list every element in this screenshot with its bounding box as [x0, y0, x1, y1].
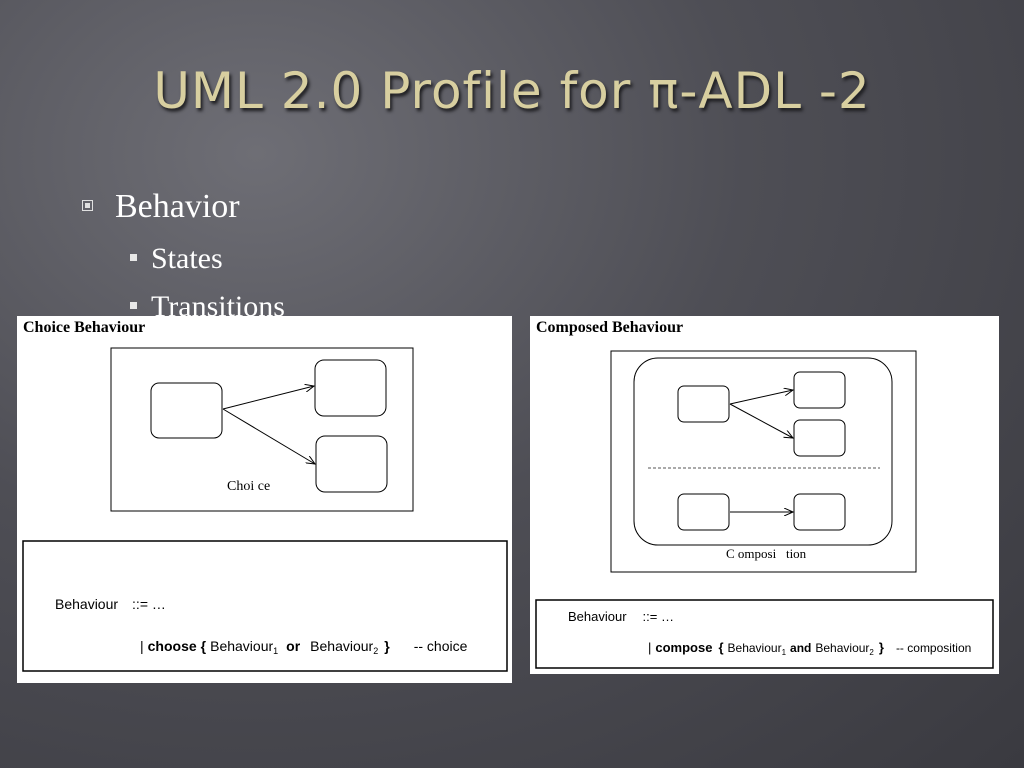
- composed-target-state-2: [793, 419, 846, 457]
- bullet-behavior: Behavior: [82, 188, 240, 226]
- composed-figure-title: Composed Behaviour: [536, 319, 683, 336]
- choice-target-state-2: [315, 435, 388, 493]
- composed-source-state-b: [677, 493, 730, 531]
- bullet-behavior-text: Behavior: [115, 188, 240, 225]
- composition-label: C omposi tion: [726, 546, 807, 561]
- composed-grammar-box: [535, 599, 994, 669]
- choice-behaviour-figure: Choice Behaviour Choi ce Behaviour::= … …: [17, 316, 512, 683]
- composed-target-state-1: [793, 371, 846, 409]
- bullet-states-text: States: [151, 242, 223, 275]
- square-bullet-icon: [130, 254, 137, 261]
- composed-behaviour-figure: Composed Behaviour C omposi tion Behavio…: [530, 316, 999, 674]
- choice-figure-title: Choice Behaviour: [23, 319, 145, 336]
- composed-behaviour-diagram: Composed Behaviour C omposi tion Behavio…: [535, 319, 994, 669]
- choice-target-state-1: [314, 359, 387, 417]
- composed-frame: [610, 350, 917, 573]
- choice-grammar-line-1: Behaviour::= …: [55, 596, 166, 612]
- box-bullet-icon: [82, 200, 93, 211]
- choice-transition-2: [222, 408, 315, 464]
- square-bullet-icon: [130, 302, 137, 309]
- composed-transition-2: [729, 403, 793, 438]
- bullet-states: States: [130, 242, 223, 276]
- choice-behaviour-diagram: Choice Behaviour Choi ce Behaviour::= … …: [22, 319, 508, 672]
- choice-transition-1: [222, 386, 314, 410]
- composed-source-state: [677, 385, 730, 423]
- slide-title: UML 2.0 Profile for π-ADL -2: [153, 62, 871, 120]
- composite-state: [633, 357, 893, 546]
- choice-frame: [110, 347, 414, 512]
- choice-grammar-box: [22, 540, 508, 672]
- choice-label: Choi ce: [227, 479, 270, 494]
- composed-transition-1: [729, 390, 793, 405]
- composed-grammar-line-1: Behaviour::= …: [568, 609, 674, 624]
- composed-target-state-b: [793, 493, 846, 531]
- choice-source-state: [150, 382, 223, 439]
